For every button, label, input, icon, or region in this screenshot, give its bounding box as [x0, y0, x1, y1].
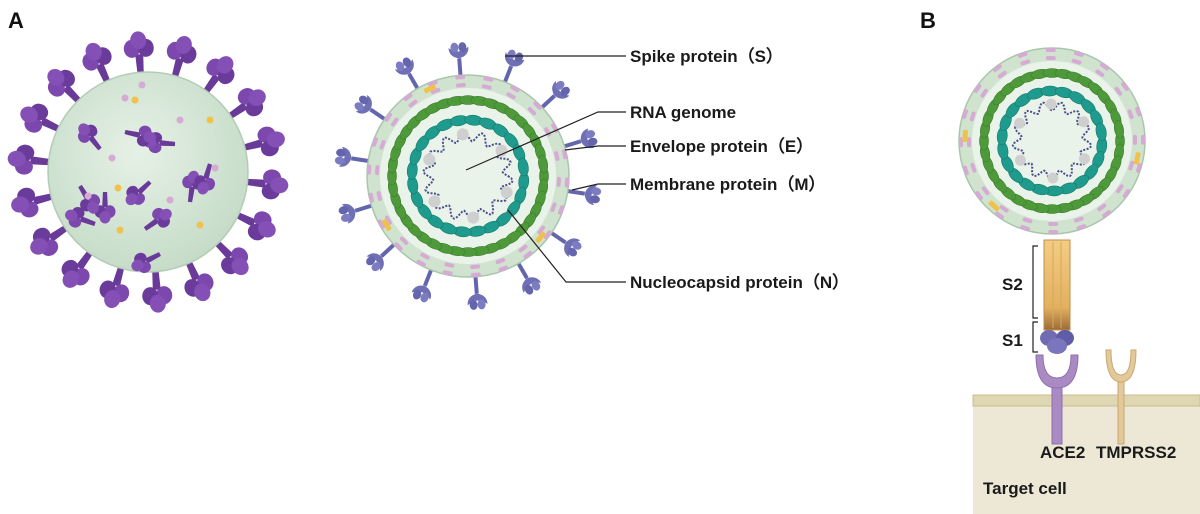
rna-bead	[1014, 117, 1026, 129]
rna-beads	[423, 128, 513, 224]
rna-bead	[1045, 98, 1057, 110]
panel-b-virion	[958, 47, 1146, 235]
rna-genome-strand	[422, 130, 514, 222]
spike-protein-icon	[465, 272, 488, 311]
s2-label: S2	[1002, 275, 1023, 294]
panel-b-letter: B	[920, 8, 936, 33]
envelope-protein-icon	[962, 129, 968, 143]
envelope-protein-dot	[116, 226, 124, 234]
rna-bead	[467, 211, 480, 224]
envelope-protein-dot	[114, 184, 122, 192]
membrane-protein-dot	[121, 94, 129, 102]
callout-envelope-protein: Envelope protein（E）	[630, 136, 813, 156]
membrane-protein-dot	[84, 192, 92, 200]
rna-bead	[1014, 154, 1026, 166]
spike-protein-icon	[6, 142, 54, 178]
whole-virion	[6, 30, 290, 314]
rna-bead	[423, 153, 436, 166]
spike-protein-icon	[242, 166, 290, 202]
membrane-protein-dot	[108, 154, 116, 162]
virion-surface-proteins	[61, 81, 221, 278]
s2-subunit	[1043, 239, 1071, 331]
panel-b-rna-beads	[1014, 98, 1090, 184]
callout-spike-protein: Spike protein（S）	[630, 46, 783, 66]
panel-a-letter: A	[8, 8, 24, 33]
membrane-protein-dot	[166, 196, 174, 204]
rna-bead	[456, 128, 469, 141]
envelope-protein-dot	[196, 221, 204, 229]
callout-leaders	[465, 55, 626, 283]
spike-protein-icon	[448, 41, 471, 80]
membrane-protein-dot	[211, 164, 219, 172]
target-cell-label: Target cell	[983, 479, 1067, 498]
target-cell-membrane	[972, 394, 1200, 407]
envelope-protein-dot	[131, 96, 139, 104]
membrane-protein-dot	[138, 81, 146, 89]
callout-rna-genome: RNA genome	[630, 103, 736, 122]
s1-subunit	[1040, 330, 1074, 354]
spike-protein-icon	[140, 266, 174, 314]
subunit-brackets	[1032, 245, 1038, 353]
callout-membrane-protein: Membrane protein（M）	[630, 174, 826, 194]
spike-protein-icon	[122, 30, 156, 78]
target-cell-body	[973, 395, 1200, 514]
ace2-receptor	[1035, 354, 1079, 445]
envelope-protein-dot	[206, 116, 214, 124]
s1-label: S1	[1002, 331, 1023, 350]
rna-bead	[428, 195, 441, 208]
callout-nucleocapsid-protein: Nucleocapsid protein（N）	[630, 272, 849, 292]
rna-bead	[500, 186, 513, 199]
membrane-protein-dot	[176, 116, 184, 124]
bound-spike	[1040, 239, 1074, 354]
virion-envelope	[47, 71, 249, 273]
rna-bead	[1047, 172, 1059, 184]
virion-cross-section	[334, 41, 602, 311]
rna-bead	[1078, 153, 1090, 165]
tmprss2-protease	[1105, 349, 1137, 445]
tmprss2-label: TMPRSS2	[1096, 443, 1176, 462]
rna-bead	[1078, 116, 1090, 128]
cross-section-interior	[380, 88, 556, 264]
panel-b-rna-strand	[1011, 101, 1093, 182]
ace2-label: ACE2	[1040, 443, 1085, 462]
